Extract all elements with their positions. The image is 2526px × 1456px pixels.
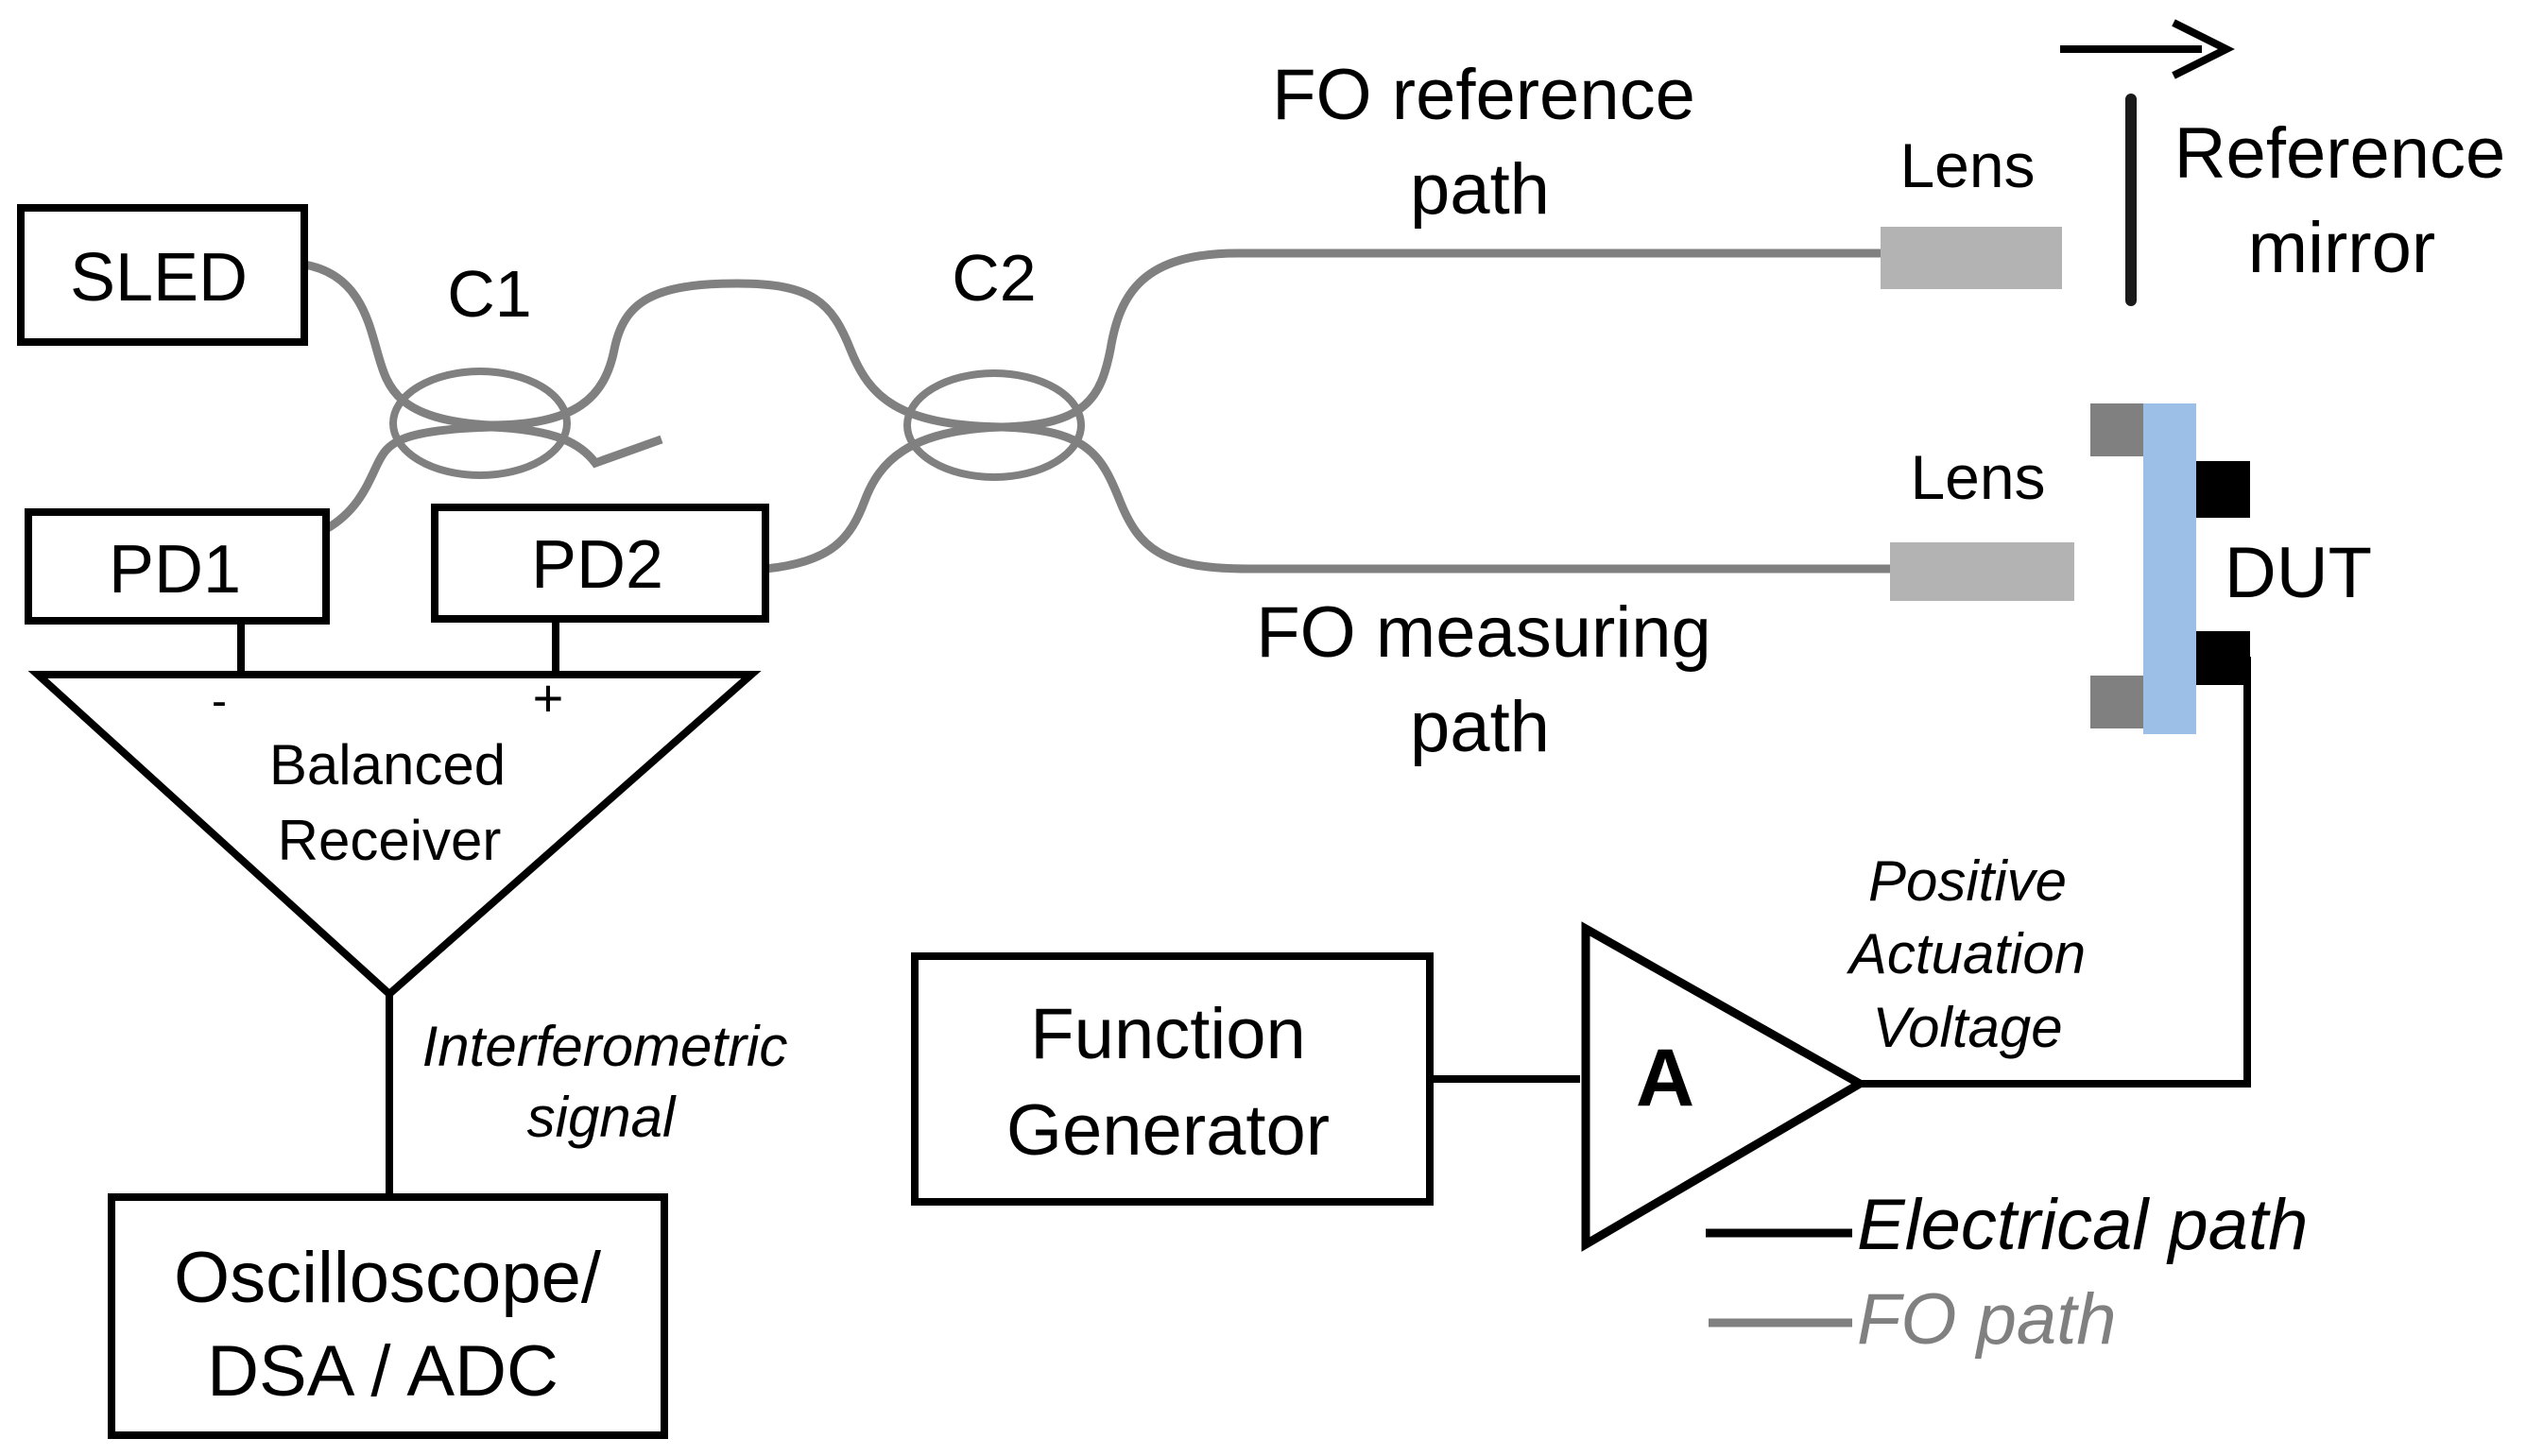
oscilloscope-label-line2: DSA / ADC bbox=[207, 1331, 558, 1412]
dut-anchor-top bbox=[2090, 403, 2143, 456]
positive-label-line3: Voltage bbox=[1872, 996, 2062, 1059]
sled-block: SLED bbox=[17, 204, 308, 346]
receiver-label-line2: Receiver bbox=[278, 809, 502, 872]
coupler-c1-ring bbox=[389, 368, 571, 479]
function-generator-label-line2: Generator bbox=[1006, 1090, 1330, 1171]
oscilloscope-box bbox=[108, 1193, 668, 1439]
mirror-motion-arrow-head bbox=[2172, 19, 2235, 79]
oscilloscope-label-line1: Oscilloscope/ bbox=[174, 1238, 602, 1318]
fo-reference-path-label-line1: FO reference bbox=[1272, 55, 1695, 135]
pd2-box bbox=[431, 504, 769, 623]
fiber-measuring-path bbox=[1001, 422, 1890, 574]
fo-measuring-path-label-line2: path bbox=[1410, 687, 1550, 767]
coupler-c1-label: C1 bbox=[447, 257, 531, 331]
pd1-block: PD1 bbox=[25, 508, 330, 625]
reference-mirror-label-line2: mirror bbox=[2248, 208, 2435, 288]
dut-anchor-bottom bbox=[2090, 676, 2143, 728]
function-generator-box bbox=[911, 952, 1434, 1206]
lens-top bbox=[1881, 227, 2062, 289]
lens-bottom-label: Lens bbox=[1910, 442, 2045, 512]
fiber-pd2-c2 bbox=[765, 422, 1003, 574]
dut-label: DUT bbox=[2225, 533, 2372, 613]
legend: Electrical path FO path bbox=[1706, 1185, 2308, 1360]
dut-substrate bbox=[2143, 403, 2196, 734]
reference-mirror-label-line1: Reference bbox=[2174, 113, 2506, 194]
receiver-plus-label: + bbox=[533, 668, 564, 728]
fiber-sled-c1 bbox=[303, 260, 492, 430]
receiver-minus-label: - bbox=[212, 677, 227, 727]
pd1-label: PD1 bbox=[109, 532, 241, 608]
sled-label: SLED bbox=[70, 240, 248, 316]
dut-electrode-top bbox=[2196, 461, 2250, 518]
amplifier-to-dut-wire bbox=[1860, 657, 2251, 1088]
fo-reference-path-label-line2: path bbox=[1410, 149, 1550, 230]
dut-electrode-bottom bbox=[2196, 631, 2250, 685]
balanced-receiver: - + Balanced Receiver bbox=[27, 619, 762, 1000]
lens-bottom bbox=[1890, 542, 2074, 601]
fiber-reference-path bbox=[1001, 248, 1881, 432]
positive-label-line2: Actuation bbox=[1847, 922, 2086, 985]
oscilloscope-block: Oscilloscope/ DSA / ADC bbox=[108, 1193, 668, 1439]
pd2-label: PD2 bbox=[531, 527, 663, 603]
fo-measuring-path-label-line1: FO measuring bbox=[1256, 592, 1711, 673]
legend-fo-label: FO path bbox=[1857, 1279, 2117, 1360]
interferometric-label-line1: Interferometric bbox=[422, 1015, 788, 1078]
function-generator-block: Function Generator bbox=[911, 952, 1434, 1206]
legend-electrical-label: Electrical path bbox=[1857, 1185, 2308, 1265]
amplifier-triangle bbox=[1581, 921, 1869, 1252]
fiber-network bbox=[303, 248, 1890, 574]
amplifier-label: A bbox=[1636, 1033, 1694, 1123]
fiber-c1-terminated bbox=[490, 422, 663, 469]
pd2-block: PD2 bbox=[431, 504, 769, 623]
receiver-triangle bbox=[27, 671, 762, 1000]
lens-top-label: Lens bbox=[1899, 130, 2035, 200]
coupler-c2-ring bbox=[903, 369, 1085, 481]
pd1-box bbox=[25, 508, 330, 625]
receiver-label-line1: Balanced bbox=[269, 733, 506, 797]
dut: DUT bbox=[2090, 403, 2372, 734]
reference-mirror: Reference mirror bbox=[2060, 19, 2506, 306]
amplifier-block: A bbox=[1581, 921, 1869, 1252]
coupler-c2-label: C2 bbox=[952, 241, 1036, 315]
sled-box bbox=[17, 204, 308, 346]
fiber-pd1-c1 bbox=[323, 422, 492, 533]
function-generator-label-line1: Function bbox=[1030, 994, 1306, 1074]
interferometric-label-line2: signal bbox=[527, 1086, 677, 1149]
fiber-c1-c2-upper bbox=[490, 279, 1003, 432]
positive-label-line1: Positive bbox=[1868, 849, 2067, 913]
